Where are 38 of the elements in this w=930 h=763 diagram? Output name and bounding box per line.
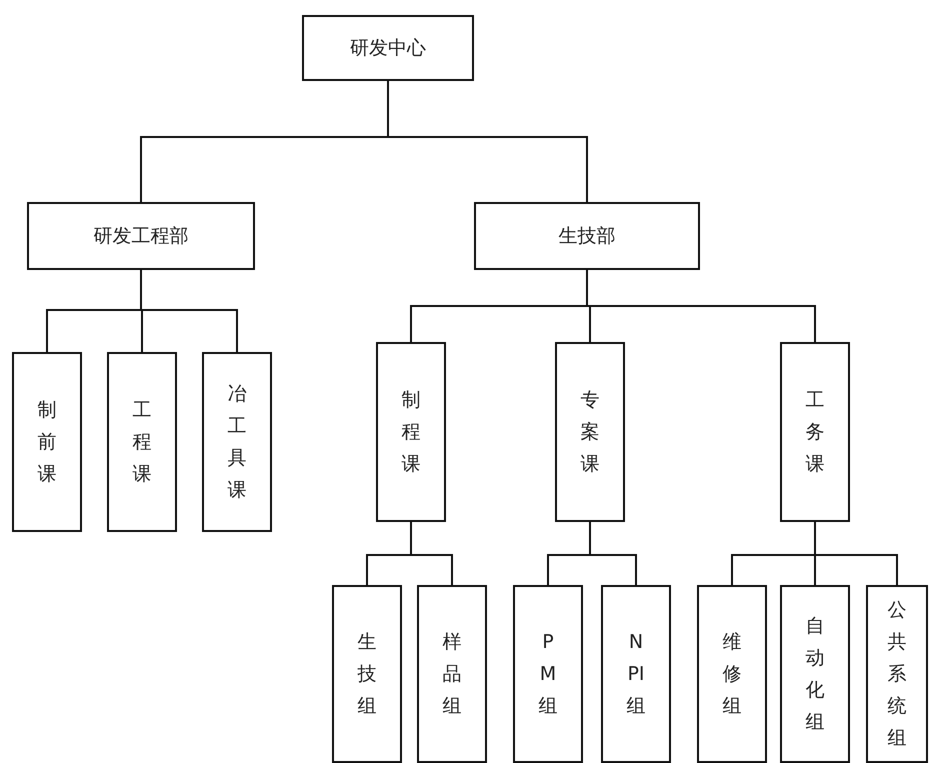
- connector-line: [410, 522, 453, 585]
- box-label: 样品组: [442, 630, 462, 719]
- box-label: 维修组: [722, 630, 742, 719]
- box-label: 专案课: [580, 388, 600, 477]
- org-box: [780, 342, 850, 522]
- org-box: [202, 352, 272, 532]
- org-box: [27, 202, 255, 270]
- org-box: [332, 585, 402, 763]
- box-label: 冶工具课: [227, 382, 247, 503]
- box-label: 公共系统组: [887, 598, 907, 751]
- org-box: [376, 342, 446, 522]
- org-box: [302, 15, 474, 81]
- org-box: [866, 585, 928, 763]
- org-box: [474, 202, 700, 270]
- org-box: [513, 585, 583, 763]
- org-box: [697, 585, 767, 763]
- box-label: 制前课: [37, 398, 57, 487]
- box-label: NPI组: [626, 630, 646, 719]
- org-box: [107, 352, 177, 532]
- connector-line: [586, 270, 816, 342]
- connector-line: [140, 270, 238, 352]
- org-box: [555, 342, 625, 522]
- org-box: [780, 585, 850, 763]
- box-label: 生技组: [357, 630, 377, 719]
- box-label: 研发工程部: [94, 224, 188, 249]
- box-label: 工程课: [132, 398, 152, 487]
- box-label: 制程课: [401, 388, 421, 477]
- connector-line: [589, 522, 637, 585]
- connector-line: [387, 81, 588, 202]
- box-label: PM组: [538, 630, 558, 719]
- box-label: 工务课: [805, 388, 825, 477]
- org-box: [601, 585, 671, 763]
- connector-line: [814, 522, 898, 585]
- box-label: 研发中心: [350, 36, 426, 61]
- org-box: [417, 585, 487, 763]
- box-label: 自动化组: [805, 614, 825, 735]
- org-box: [12, 352, 82, 532]
- box-label: 生技部: [558, 224, 616, 249]
